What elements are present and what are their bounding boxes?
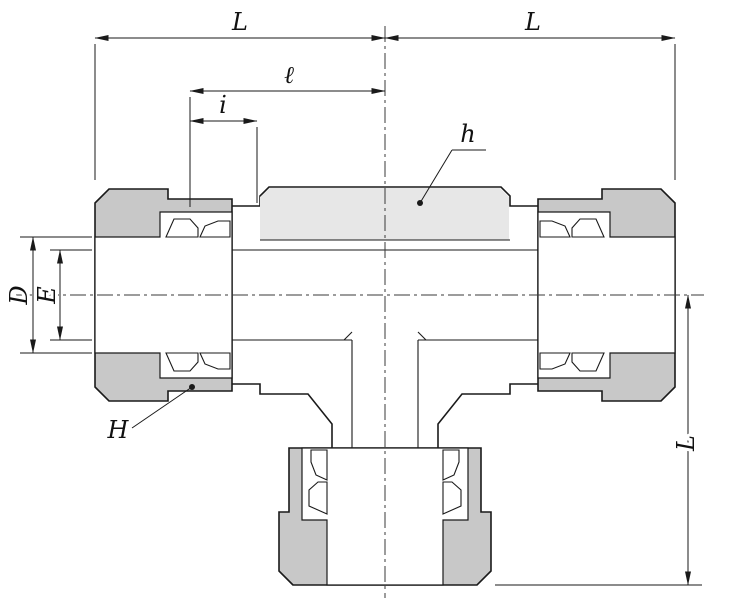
junction-chamfer-left	[343, 331, 353, 341]
body-top-section-band	[260, 188, 509, 240]
leader-h-diagonal	[419, 149, 453, 204]
label-L-vertical: L	[672, 435, 700, 452]
label-i: i	[219, 91, 227, 119]
label-L-top-left: L	[231, 8, 248, 36]
leader-H-dot	[189, 384, 195, 390]
label-D: D	[5, 285, 33, 305]
dimension-labels: L L ℓ i h D E H L	[2, 5, 703, 455]
label-E: E	[33, 286, 61, 305]
dimension-lines	[30, 35, 691, 586]
leader-h-dot	[417, 200, 423, 206]
label-ell: ℓ	[284, 61, 294, 89]
label-L-top-right: L	[524, 8, 541, 36]
label-H: H	[107, 416, 130, 444]
label-h: h	[460, 120, 475, 148]
junction-chamfer-right	[417, 331, 427, 341]
leader-H-diagonal	[131, 386, 193, 429]
leader-lines	[131, 149, 486, 429]
centerlines	[16, 26, 704, 598]
